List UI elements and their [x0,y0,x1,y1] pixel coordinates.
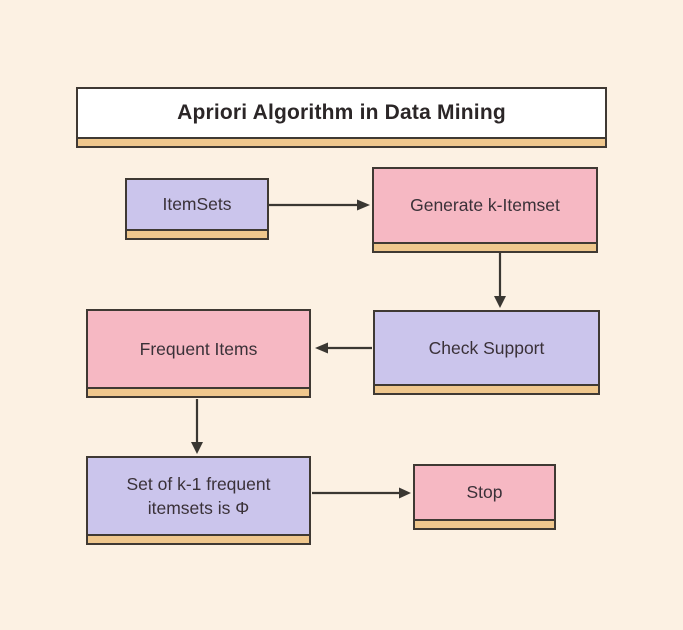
node-stop: Stop [413,464,556,530]
node-generate-k-itemset-label: Generate k-Itemset [410,195,560,216]
diagram-title-box: Apriori Algorithm in Data Mining [76,87,607,148]
node-set-k-minus-1-frequent-label: Set of k-1 frequent itemsets is Φ [126,473,271,519]
arrow-set-to-stop [312,487,411,499]
node-frequent-items: Frequent Items [86,309,311,398]
node-stop-label: Stop [466,482,503,503]
node-generate-k-itemset: Generate k-Itemset [372,167,598,253]
node-itemsets: ItemSets [125,178,269,240]
diagram-title: Apriori Algorithm in Data Mining [177,101,506,124]
node-frequent-items-label: Frequent Items [139,338,258,359]
node-set-k-minus-1-frequent: Set of k-1 frequent itemsets is Φ [86,456,311,545]
arrow-itemsets-to-generate [269,199,370,211]
arrow-generate-to-check [494,253,506,308]
arrow-check-to-frequent [315,342,372,354]
node-check-support-label: Check Support [428,337,545,358]
node-check-support: Check Support [373,310,600,395]
arrow-frequent-to-set [191,399,203,454]
node-itemsets-label: ItemSets [162,194,232,215]
